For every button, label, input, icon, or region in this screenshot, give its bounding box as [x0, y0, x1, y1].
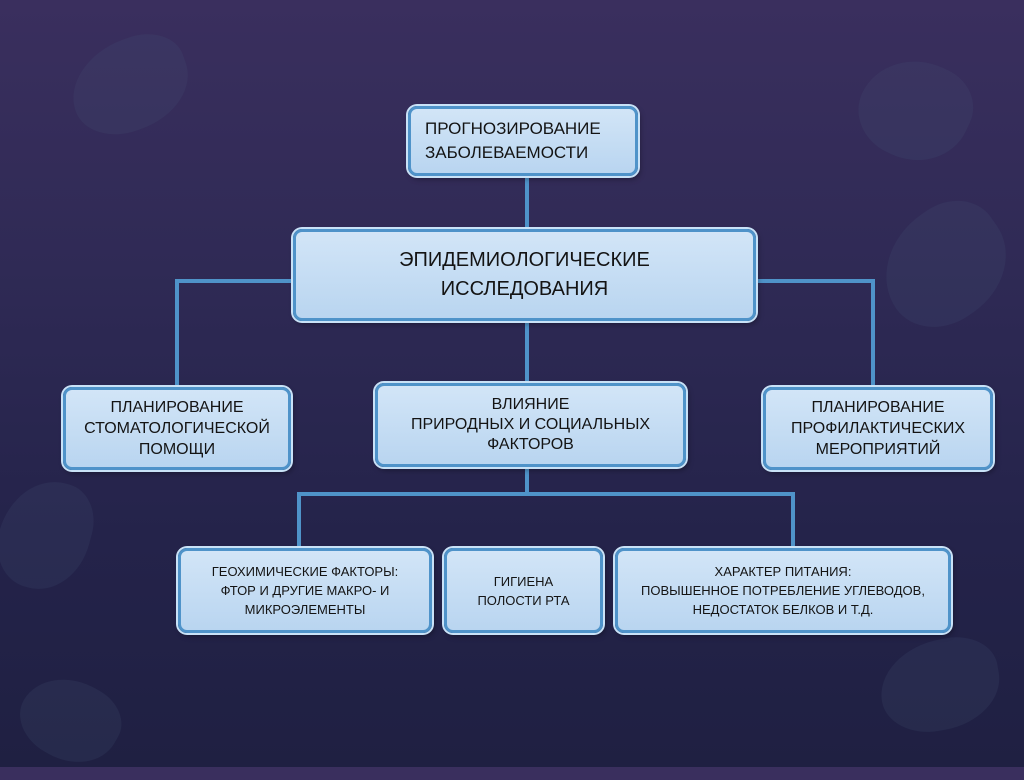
connector-bottom-horizontal [297, 492, 795, 496]
background-leaf [6, 660, 134, 780]
node-forecasting-label: ПРОГНОЗИРОВАНИЕ ЗАБОЛЕВАЕМОСТИ [425, 119, 601, 162]
node-forecasting: ПРОГНОЗИРОВАНИЕ ЗАБОЛЕВАЕМОСТИ [408, 106, 638, 176]
connector-right-horizontal [754, 279, 875, 283]
connector-left-vertical [175, 279, 179, 389]
connector-bottom-left-vertical [297, 492, 301, 550]
background-leaf [873, 630, 1007, 740]
connector-top-vertical [525, 174, 529, 232]
node-prevention-planning: ПЛАНИРОВАНИЕ ПРОФИЛАКТИЧЕСКИХ МЕРОПРИЯТИ… [763, 387, 993, 470]
connector-lower-vertical [525, 466, 529, 496]
connector-left-horizontal [175, 279, 295, 283]
node-epidemiological-research: ЭПИДЕМИОЛОГИЧЕСКИЕ ИССЛЕДОВАНИЯ [293, 229, 756, 321]
node-geochemical-factors-label: ГЕОХИМИЧЕСКИЕ ФАКТОРЫ: ФТОР И ДРУГИЕ МАК… [211, 564, 399, 617]
node-geochemical-factors: ГЕОХИМИЧЕСКИЕ ФАКТОРЫ: ФТОР И ДРУГИЕ МАК… [178, 548, 432, 633]
connector-right-vertical [871, 279, 875, 389]
background-leaf [860, 182, 1024, 348]
background-leaf [0, 470, 103, 600]
node-epidemiological-research-label: ЭПИДЕМИОЛОГИЧЕСКИЕ ИССЛЕДОВАНИЯ [399, 249, 650, 300]
node-dental-care-planning-label: ПЛАНИРОВАНИЕ СТОМАТОЛОГИЧЕСКОЙ ПОМОЩИ [84, 399, 270, 458]
node-oral-hygiene-label: ГИГИЕНА ПОЛОСТИ РТА [477, 573, 570, 608]
background-leaf [58, 22, 202, 148]
node-dental-care-planning: ПЛАНИРОВАНИЕ СТОМАТОЛОГИЧЕСКОЙ ПОМОЩИ [63, 387, 291, 470]
node-nutrition: ХАРАКТЕР ПИТАНИЯ: ПОВЫШЕННОЕ ПОТРЕБЛЕНИЕ… [615, 548, 951, 633]
connector-center-vertical [525, 319, 529, 385]
background-leaf [844, 41, 986, 179]
node-natural-social-factors-label: ВЛИЯНИЕ ПРИРОДНЫХ И СОЦИАЛЬНЫХ ФАКТОРОВ [410, 396, 651, 453]
node-nutrition-label: ХАРАКТЕР ПИТАНИЯ: ПОВЫШЕННОЕ ПОТРЕБЛЕНИЕ… [641, 564, 925, 617]
connector-bottom-right-vertical [791, 492, 795, 550]
node-oral-hygiene: ГИГИЕНА ПОЛОСТИ РТА [444, 548, 603, 633]
node-natural-social-factors: ВЛИЯНИЕ ПРИРОДНЫХ И СОЦИАЛЬНЫХ ФАКТОРОВ [375, 383, 686, 467]
node-prevention-planning-label: ПЛАНИРОВАНИЕ ПРОФИЛАКТИЧЕСКИХ МЕРОПРИЯТИ… [790, 399, 966, 458]
